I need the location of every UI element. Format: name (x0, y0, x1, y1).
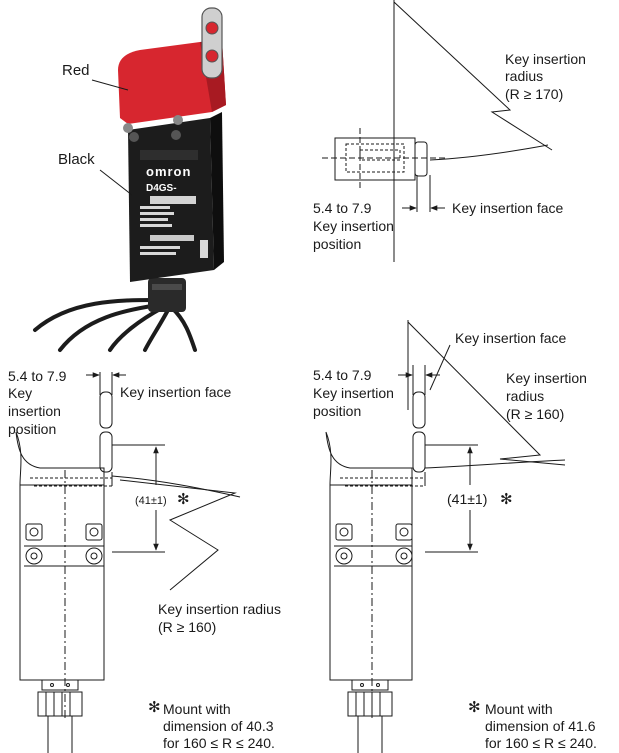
switch-cover-red (118, 40, 226, 124)
tr-radius-label-1: Key insertion (505, 51, 586, 67)
br-note-2: dimension of 41.6 (485, 718, 596, 734)
br-position-label-1: Key insertion (313, 385, 394, 401)
label-red: Red (62, 62, 90, 79)
bl-position-label-2: insertion (8, 403, 61, 419)
bl-position-label-3: position (8, 421, 57, 437)
model-text: D4GS- (146, 183, 177, 194)
br-face-label: Key insertion face (455, 330, 567, 346)
br-note-3: for 160 ≤ R ≤ 240. (485, 735, 597, 751)
tr-position-label-1: Key insertion (313, 218, 394, 234)
tr-dimension-range: 5.4 to 7.9 (313, 200, 372, 216)
bottom-left-diagram (15, 372, 241, 753)
insertion-arc-left (111, 475, 241, 498)
mount-screws-left (24, 523, 104, 567)
br-radius-label-1: Key insertion (506, 370, 587, 386)
cable-gland (148, 278, 186, 312)
bl-star: ✻ (177, 491, 190, 508)
br-note-star: ✻ (468, 699, 481, 716)
tr-radius-label-2: radius (505, 68, 544, 84)
bl-note-star: ✻ (148, 699, 161, 716)
key-lever (201, 7, 223, 79)
label-black: Black (58, 151, 95, 168)
bl-note-2: dimension of 40.3 (163, 718, 274, 734)
top-right-diagram (322, 0, 553, 262)
brand-text: omron (146, 164, 192, 179)
mount-screws-right (334, 523, 413, 567)
tr-position-label-2: position (313, 236, 362, 252)
bl-radius-label-1: Key insertion radius (158, 601, 281, 617)
bl-note-1: Mount with (163, 701, 231, 717)
tr-radius-label-3: (R ≥ 170) (505, 86, 564, 102)
br-dim-41: (41±1) (447, 491, 488, 507)
br-dimension-range: 5.4 to 7.9 (313, 367, 372, 383)
bl-radius-label-2: (R ≥ 160) (158, 619, 217, 635)
br-radius-label-3: (R ≥ 160) (506, 406, 565, 422)
br-note-1: Mount with (485, 701, 553, 717)
insertion-arc (429, 144, 549, 161)
br-radius-label-2: radius (506, 388, 545, 404)
bl-position-label-1: Key (8, 385, 33, 401)
insertion-arc-right (424, 459, 566, 469)
bl-face-label: Key insertion face (120, 384, 232, 400)
br-position-label-2: position (313, 403, 362, 419)
bottom-right-diagram (325, 320, 566, 753)
switch-photo (33, 7, 226, 352)
br-star: ✻ (500, 491, 513, 508)
tr-face-label: Key insertion face (452, 200, 564, 216)
switch-outline-left (15, 431, 105, 681)
switch-outline-right (325, 431, 413, 681)
bl-note-3: for 160 ≤ R ≤ 240. (163, 735, 275, 751)
bl-dimension-range: 5.4 to 7.9 (8, 368, 67, 384)
bl-dim-41: (41±1) (135, 495, 167, 507)
